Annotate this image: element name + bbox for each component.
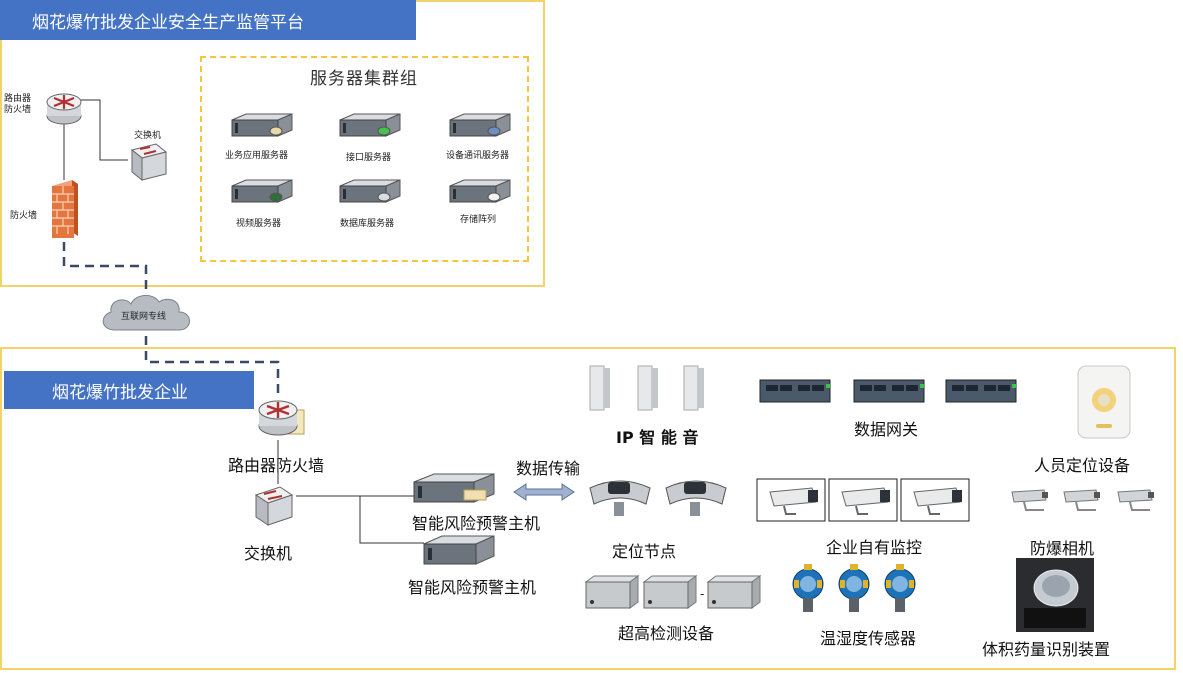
platform-switch-label: 交换机 bbox=[134, 131, 162, 141]
server-cluster-box bbox=[200, 56, 529, 262]
firewall-label: 防火墙 bbox=[10, 211, 38, 221]
ip-speaker-label: IP 智 能 音 bbox=[616, 428, 699, 447]
enterprise-router-label: 路由器防火墙 bbox=[228, 456, 325, 475]
server-icon bbox=[339, 179, 401, 203]
volume-recognition-device-icon bbox=[1016, 558, 1094, 632]
risk-host-2-label: 智能风险预警主机 bbox=[408, 578, 537, 597]
firewall-icon bbox=[52, 180, 78, 238]
server-icon bbox=[449, 179, 511, 203]
enterprise-switch-label: 交换机 bbox=[244, 544, 293, 563]
server-label: 存储阵列 bbox=[460, 215, 497, 225]
personnel-device-label: 人员定位设备 bbox=[1034, 456, 1131, 475]
platform-router-label: 路由器防火墙 bbox=[4, 94, 32, 115]
platform-switch-icon bbox=[130, 143, 168, 182]
platform-title: 烟花爆竹批发企业安全生产监管平台 bbox=[0, 0, 416, 40]
positioning-node-icons bbox=[589, 480, 727, 516]
server-label: 视频服务器 bbox=[236, 219, 282, 229]
data-gateway-label: 数据网关 bbox=[854, 420, 919, 439]
ip-speaker-icons bbox=[589, 365, 704, 411]
enterprise-switch-icon bbox=[254, 486, 294, 526]
uhf-detector-label: 超高检测设备 bbox=[618, 624, 715, 643]
internet-cloud-icon bbox=[102, 295, 190, 331]
server-icon bbox=[231, 179, 293, 203]
temp-humidity-sensor-label: 温湿度传感器 bbox=[820, 629, 917, 648]
server-cluster-title: 服务器集群组 bbox=[310, 69, 418, 89]
server-icon bbox=[449, 113, 511, 137]
server-icon bbox=[339, 113, 401, 137]
enterprise-title: 烟花爆竹批发企业 bbox=[4, 371, 254, 409]
svg-text:-: - bbox=[700, 587, 704, 601]
explosion-proof-camera-icons bbox=[1011, 489, 1155, 511]
uhf-detector-icons: - bbox=[584, 575, 761, 609]
platform-title-text: 烟花爆竹批发企业安全生产监管平台 bbox=[32, 12, 304, 33]
data-transfer-arrow bbox=[513, 483, 575, 501]
enterprise-title-text: 烟花爆竹批发企业 bbox=[52, 382, 188, 403]
enterprise-frame bbox=[0, 347, 1176, 670]
server-label: 设备通讯服务器 bbox=[446, 151, 510, 161]
enterprise-links bbox=[277, 440, 424, 544]
risk-host-2-icon bbox=[423, 535, 495, 565]
positioning-node-label: 定位节点 bbox=[612, 542, 677, 561]
risk-host-1-icon bbox=[413, 473, 495, 503]
server-label: 业务应用服务器 bbox=[225, 151, 289, 161]
cctv-camera-icons bbox=[756, 478, 970, 522]
cloud-label: 互联网专线 bbox=[121, 312, 167, 322]
cctv-label: 企业自有监控 bbox=[826, 538, 923, 557]
data-gateway-icons bbox=[759, 379, 1017, 403]
explosion-proof-camera-label: 防爆相机 bbox=[1030, 539, 1095, 558]
server-label: 接口服务器 bbox=[346, 153, 392, 163]
volume-recognition-device-label: 体积药量识别装置 bbox=[982, 640, 1111, 659]
server-icon bbox=[231, 113, 293, 137]
platform-router-icon bbox=[46, 93, 82, 125]
internet-link bbox=[62, 242, 280, 398]
data-transfer-label: 数据传输 bbox=[516, 459, 581, 478]
temp-humidity-sensor-icons bbox=[792, 563, 916, 613]
server-label: 数据库服务器 bbox=[340, 219, 395, 229]
risk-host-1-label: 智能风险预警主机 bbox=[412, 514, 541, 533]
personnel-device-icon bbox=[1077, 365, 1131, 439]
enterprise-router-icon bbox=[258, 400, 305, 436]
